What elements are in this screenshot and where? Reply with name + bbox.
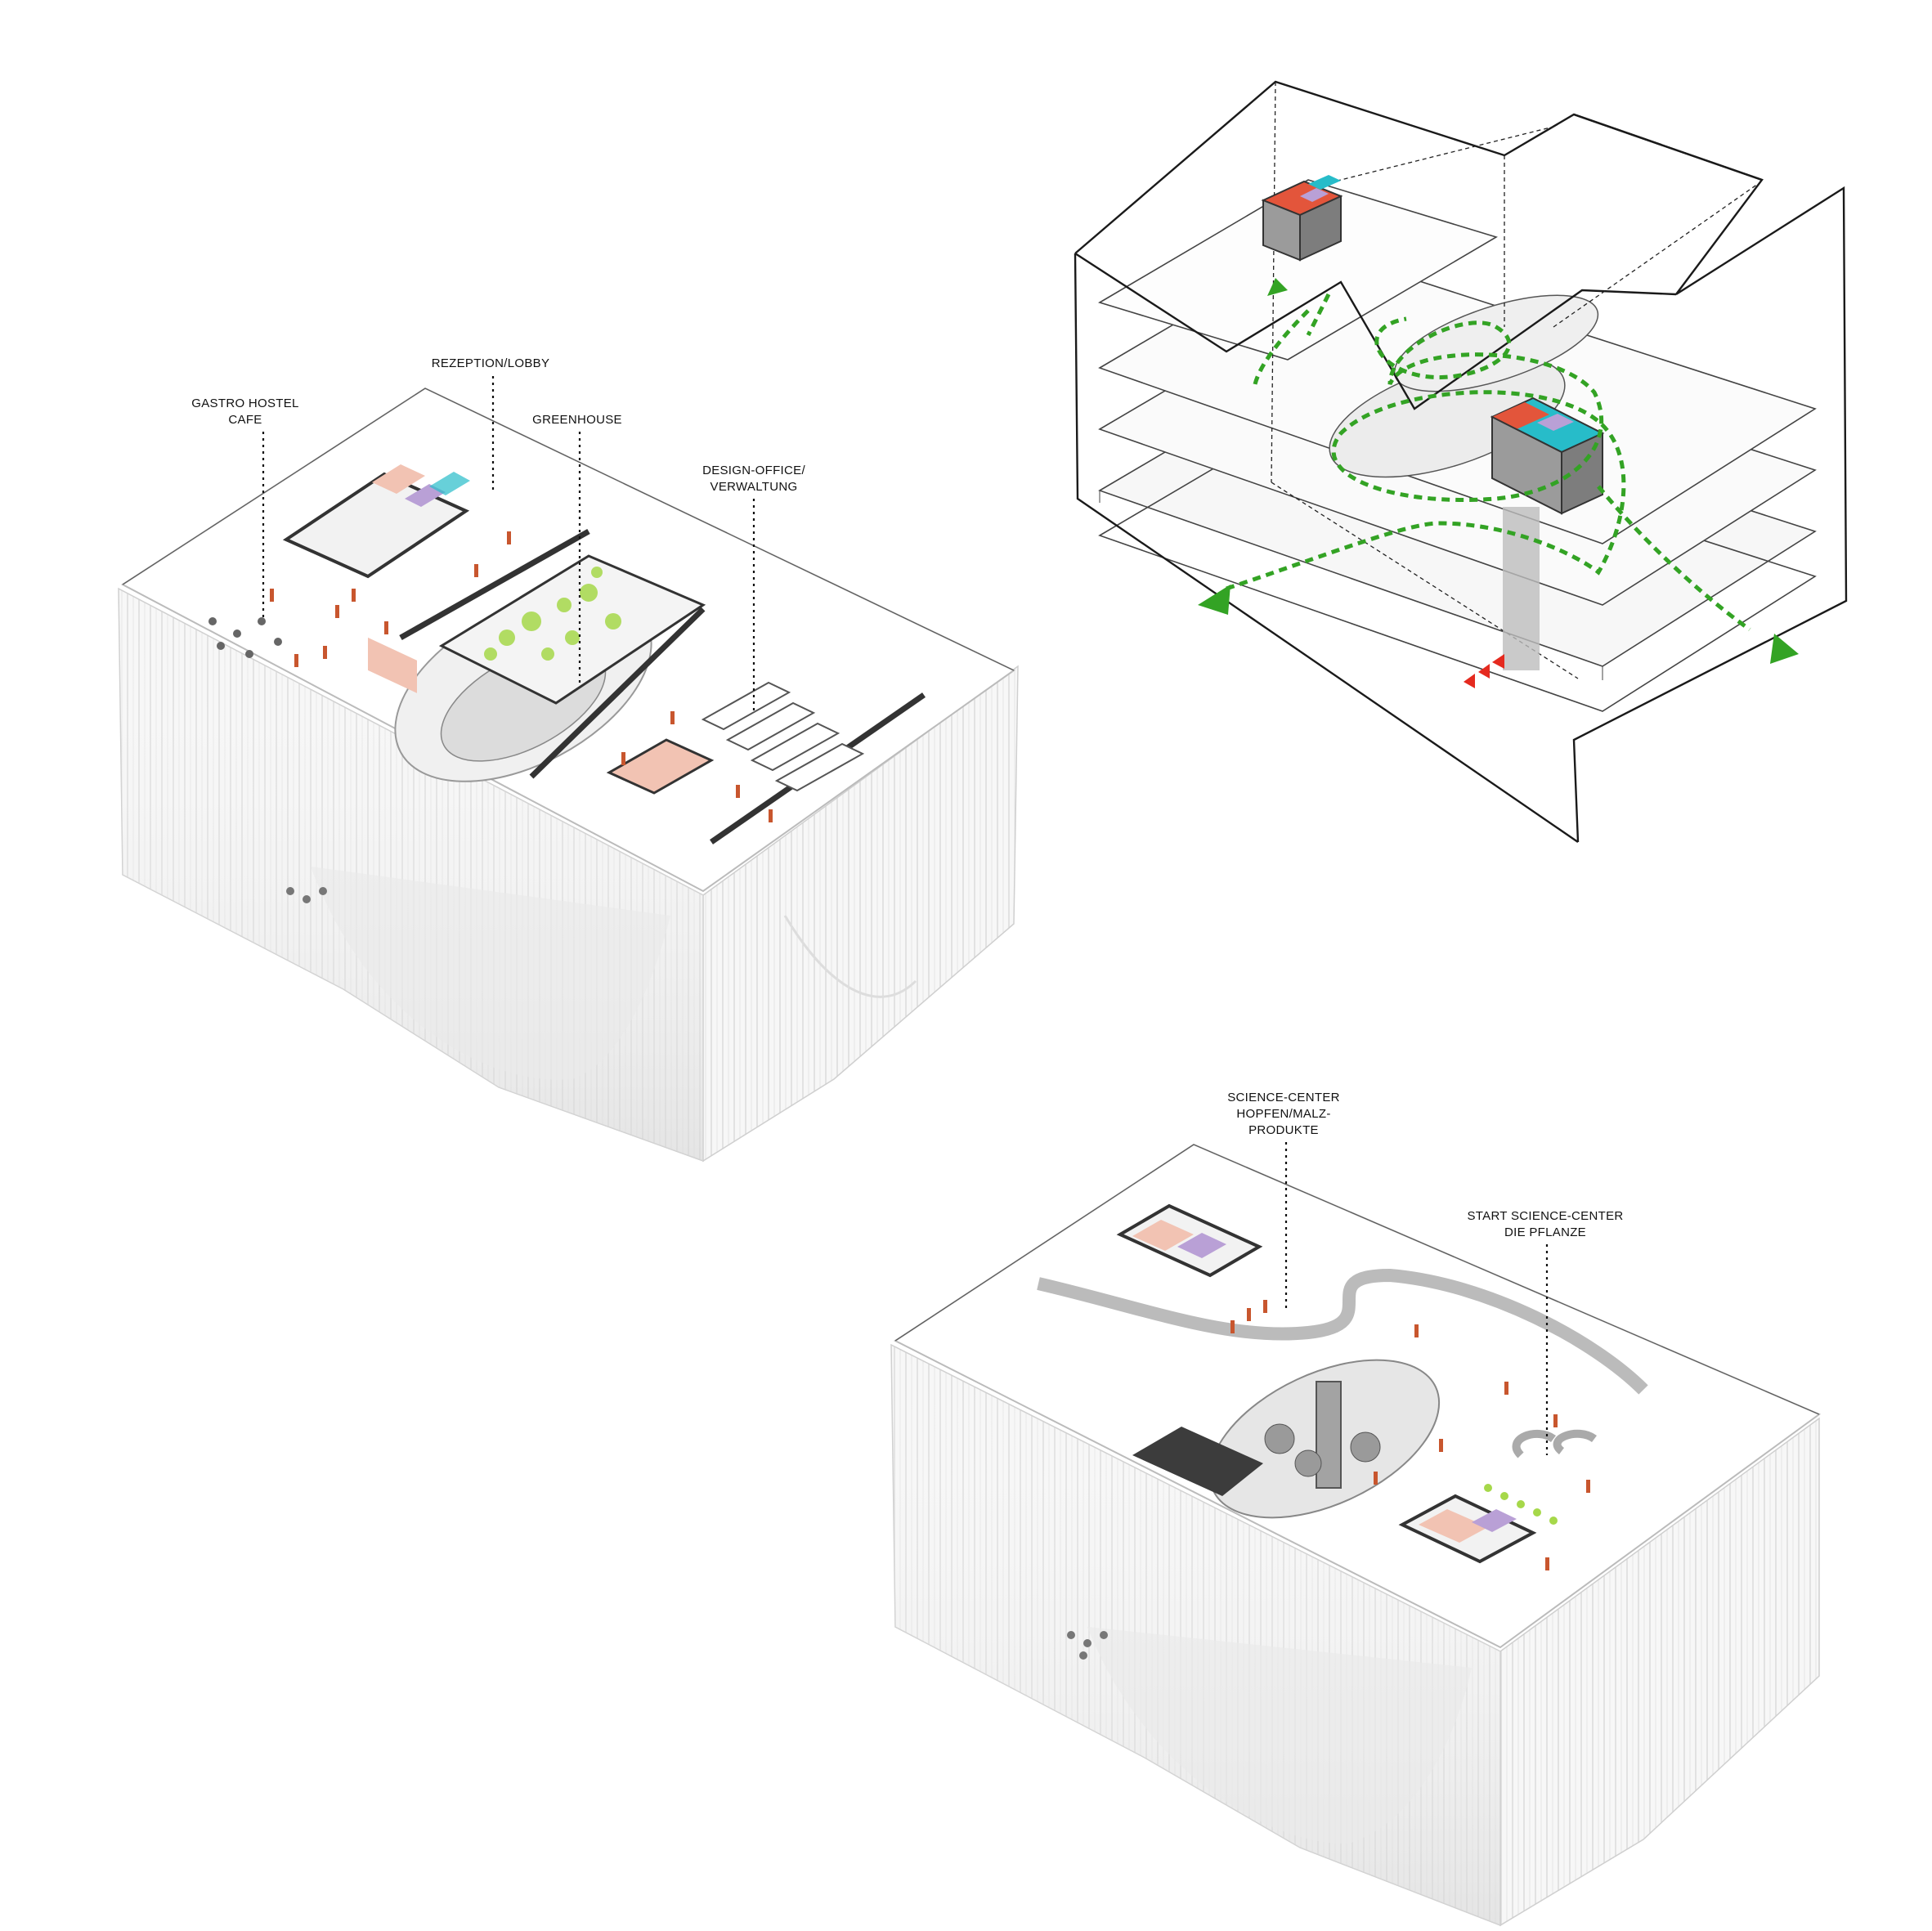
- axonometric-building-ground-floor: [890, 1143, 1822, 1927]
- label-start-science-center-text: START SCIENCE-CENTER: [1467, 1209, 1623, 1223]
- entry-markers: [1464, 654, 1504, 688]
- label-design-office: DESIGN-OFFICE/ VERWALTUNG: [702, 464, 805, 711]
- label-design-office-text: DESIGN-OFFICE/: [702, 464, 805, 477]
- label-hopfen-malz: HOPFEN/MALZ-: [1236, 1107, 1330, 1121]
- label-science-center: SCIENCE-CENTER HOPFEN/MALZ- PRODUKTE: [1227, 1091, 1340, 1308]
- axonometric-building-upper-floor: [118, 387, 1019, 1163]
- label-start-science-center: START SCIENCE-CENTER DIE PFLANZE: [1467, 1209, 1623, 1455]
- circulation-flow-path: [1226, 316, 1626, 591]
- label-gastro-hostel: GASTRO HOSTEL: [191, 397, 298, 410]
- entry-arrow-right: [1770, 634, 1799, 664]
- core-left: [1261, 175, 1343, 262]
- label-greenhouse-text: GREENHOUSE: [532, 413, 622, 427]
- label-greenhouse: GREENHOUSE: [532, 413, 622, 687]
- core-right: [1490, 397, 1605, 670]
- label-gastro-hostel-cafe: GASTRO HOSTEL CAFE: [191, 397, 298, 621]
- label-produkte: PRODUKTE: [1248, 1123, 1319, 1137]
- circulation-stack-diagram: [1074, 80, 1848, 843]
- label-science-center-text: SCIENCE-CENTER: [1227, 1091, 1340, 1104]
- label-die-pflanze: DIE PFLANZE: [1504, 1225, 1586, 1239]
- label-verwaltung: VERWALTUNG: [710, 480, 798, 494]
- label-cafe: CAFE: [228, 413, 262, 427]
- entry-arrow-left: [1198, 585, 1230, 615]
- label-rezeption: REZEPTION/LOBBY: [432, 356, 550, 370]
- label-rezeption-lobby: REZEPTION/LOBBY: [432, 356, 550, 491]
- flow-arrow-up: [1267, 278, 1288, 296]
